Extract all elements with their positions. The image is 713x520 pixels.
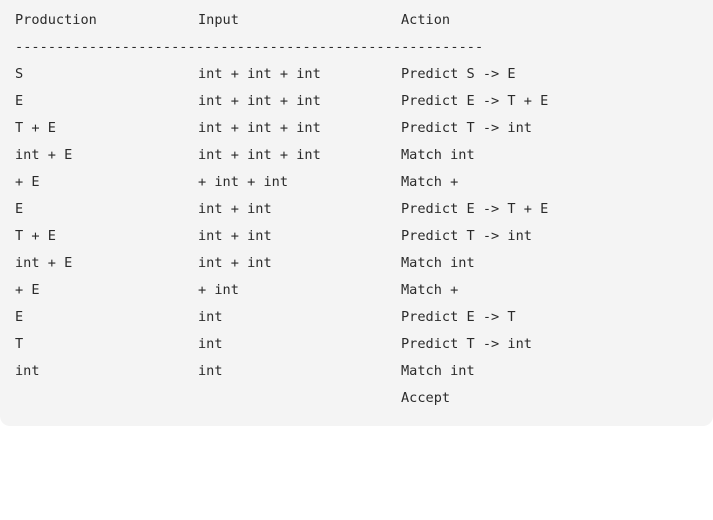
dashed-separator: ----------------------------------------…: [15, 39, 484, 55]
production-cell: int + E: [15, 255, 73, 271]
production-cell: E: [15, 309, 24, 325]
trace-row: int + E int + int Match int: [15, 250, 713, 277]
action-cell: Predict E -> T: [401, 309, 516, 325]
input-cell: int + int: [198, 228, 272, 244]
production-cell: E: [15, 201, 24, 217]
header-input: Input: [198, 12, 239, 28]
trace-row: S int + int + int Predict S -> E: [15, 61, 713, 88]
action-cell: Predict E -> T + E: [401, 201, 549, 217]
trace-row: int int Match int: [15, 358, 713, 385]
trace-row: E int + int Predict E -> T + E: [15, 196, 713, 223]
header-action: Action: [401, 12, 451, 28]
input-cell: int: [198, 363, 223, 379]
production-cell: + E: [15, 174, 40, 190]
parse-trace-code-block: Production Input Action ----------------…: [0, 0, 713, 426]
action-cell: Predict S -> E: [401, 66, 516, 82]
production-cell: int: [15, 363, 40, 379]
trace-row: E int Predict E -> T: [15, 304, 713, 331]
input-cell: + int + int: [198, 174, 289, 190]
input-cell: int + int + int: [198, 66, 321, 82]
production-cell: T + E: [15, 120, 56, 136]
action-cell: Match int: [401, 147, 475, 163]
action-cell: Predict T -> int: [401, 228, 532, 244]
trace-row: + E + int Match +: [15, 277, 713, 304]
input-cell: int: [198, 336, 223, 352]
header-production: Production: [15, 12, 97, 28]
trace-row: T int Predict T -> int: [15, 331, 713, 358]
action-cell: Predict T -> int: [401, 120, 532, 136]
header-row: Production Input Action: [15, 7, 713, 34]
input-cell: int + int: [198, 201, 272, 217]
trace-row: T + E int + int + int Predict T -> int: [15, 115, 713, 142]
action-cell: Match +: [401, 174, 459, 190]
action-cell: Match +: [401, 282, 459, 298]
trace-row: + E + int + int Match +: [15, 169, 713, 196]
production-cell: + E: [15, 282, 40, 298]
production-cell: E: [15, 93, 24, 109]
trace-row: int + E int + int + int Match int: [15, 142, 713, 169]
input-cell: + int: [198, 282, 239, 298]
action-cell: Match int: [401, 255, 475, 271]
production-cell: int + E: [15, 147, 73, 163]
separator-row: ----------------------------------------…: [15, 34, 713, 61]
production-cell: T: [15, 336, 24, 352]
input-cell: int: [198, 309, 223, 325]
action-cell: Predict T -> int: [401, 336, 532, 352]
trace-row: T + E int + int Predict T -> int: [15, 223, 713, 250]
production-cell: S: [15, 66, 24, 82]
trace-row: Accept: [15, 385, 713, 412]
input-cell: int + int + int: [198, 120, 321, 136]
action-cell: Match int: [401, 363, 475, 379]
action-cell: Predict E -> T + E: [401, 93, 549, 109]
trace-row: E int + int + int Predict E -> T + E: [15, 88, 713, 115]
production-cell: T + E: [15, 228, 56, 244]
input-cell: int + int: [198, 255, 272, 271]
input-cell: int + int + int: [198, 93, 321, 109]
input-cell: int + int + int: [198, 147, 321, 163]
action-cell: Accept: [401, 390, 451, 406]
